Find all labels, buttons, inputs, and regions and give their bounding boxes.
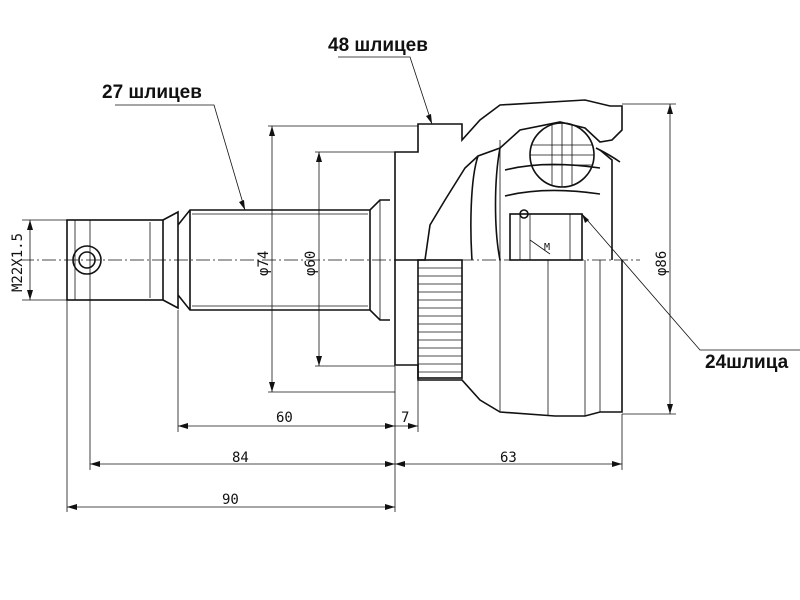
dia-86-label: φ86 — [654, 251, 670, 276]
dimension-lines — [22, 103, 676, 512]
dia-74-label: φ74 — [256, 251, 272, 276]
spline-ring — [417, 259, 463, 379]
len-60-label: 60 — [276, 410, 293, 426]
thread-label: M22X1.5 — [10, 233, 26, 292]
len-90-label: 90 — [222, 492, 239, 508]
shaft-tip — [66, 210, 179, 310]
len-7-label: 7 — [401, 410, 409, 426]
len-63-label: 63 — [500, 450, 517, 466]
callout-27-splines: 27 шлицев — [102, 82, 202, 103]
inner-race — [470, 147, 613, 261]
splined-shaft — [177, 199, 390, 321]
callout-48-splines: 48 шлицев — [328, 35, 428, 56]
leader-lines — [115, 56, 800, 351]
ball — [529, 122, 621, 188]
outer-housing — [394, 99, 623, 417]
callout-24-splines: 24шлица — [705, 352, 789, 373]
dia-60-label: φ60 — [303, 251, 319, 276]
marker-m-label: M — [544, 242, 550, 253]
len-84-label: 84 — [232, 450, 249, 466]
